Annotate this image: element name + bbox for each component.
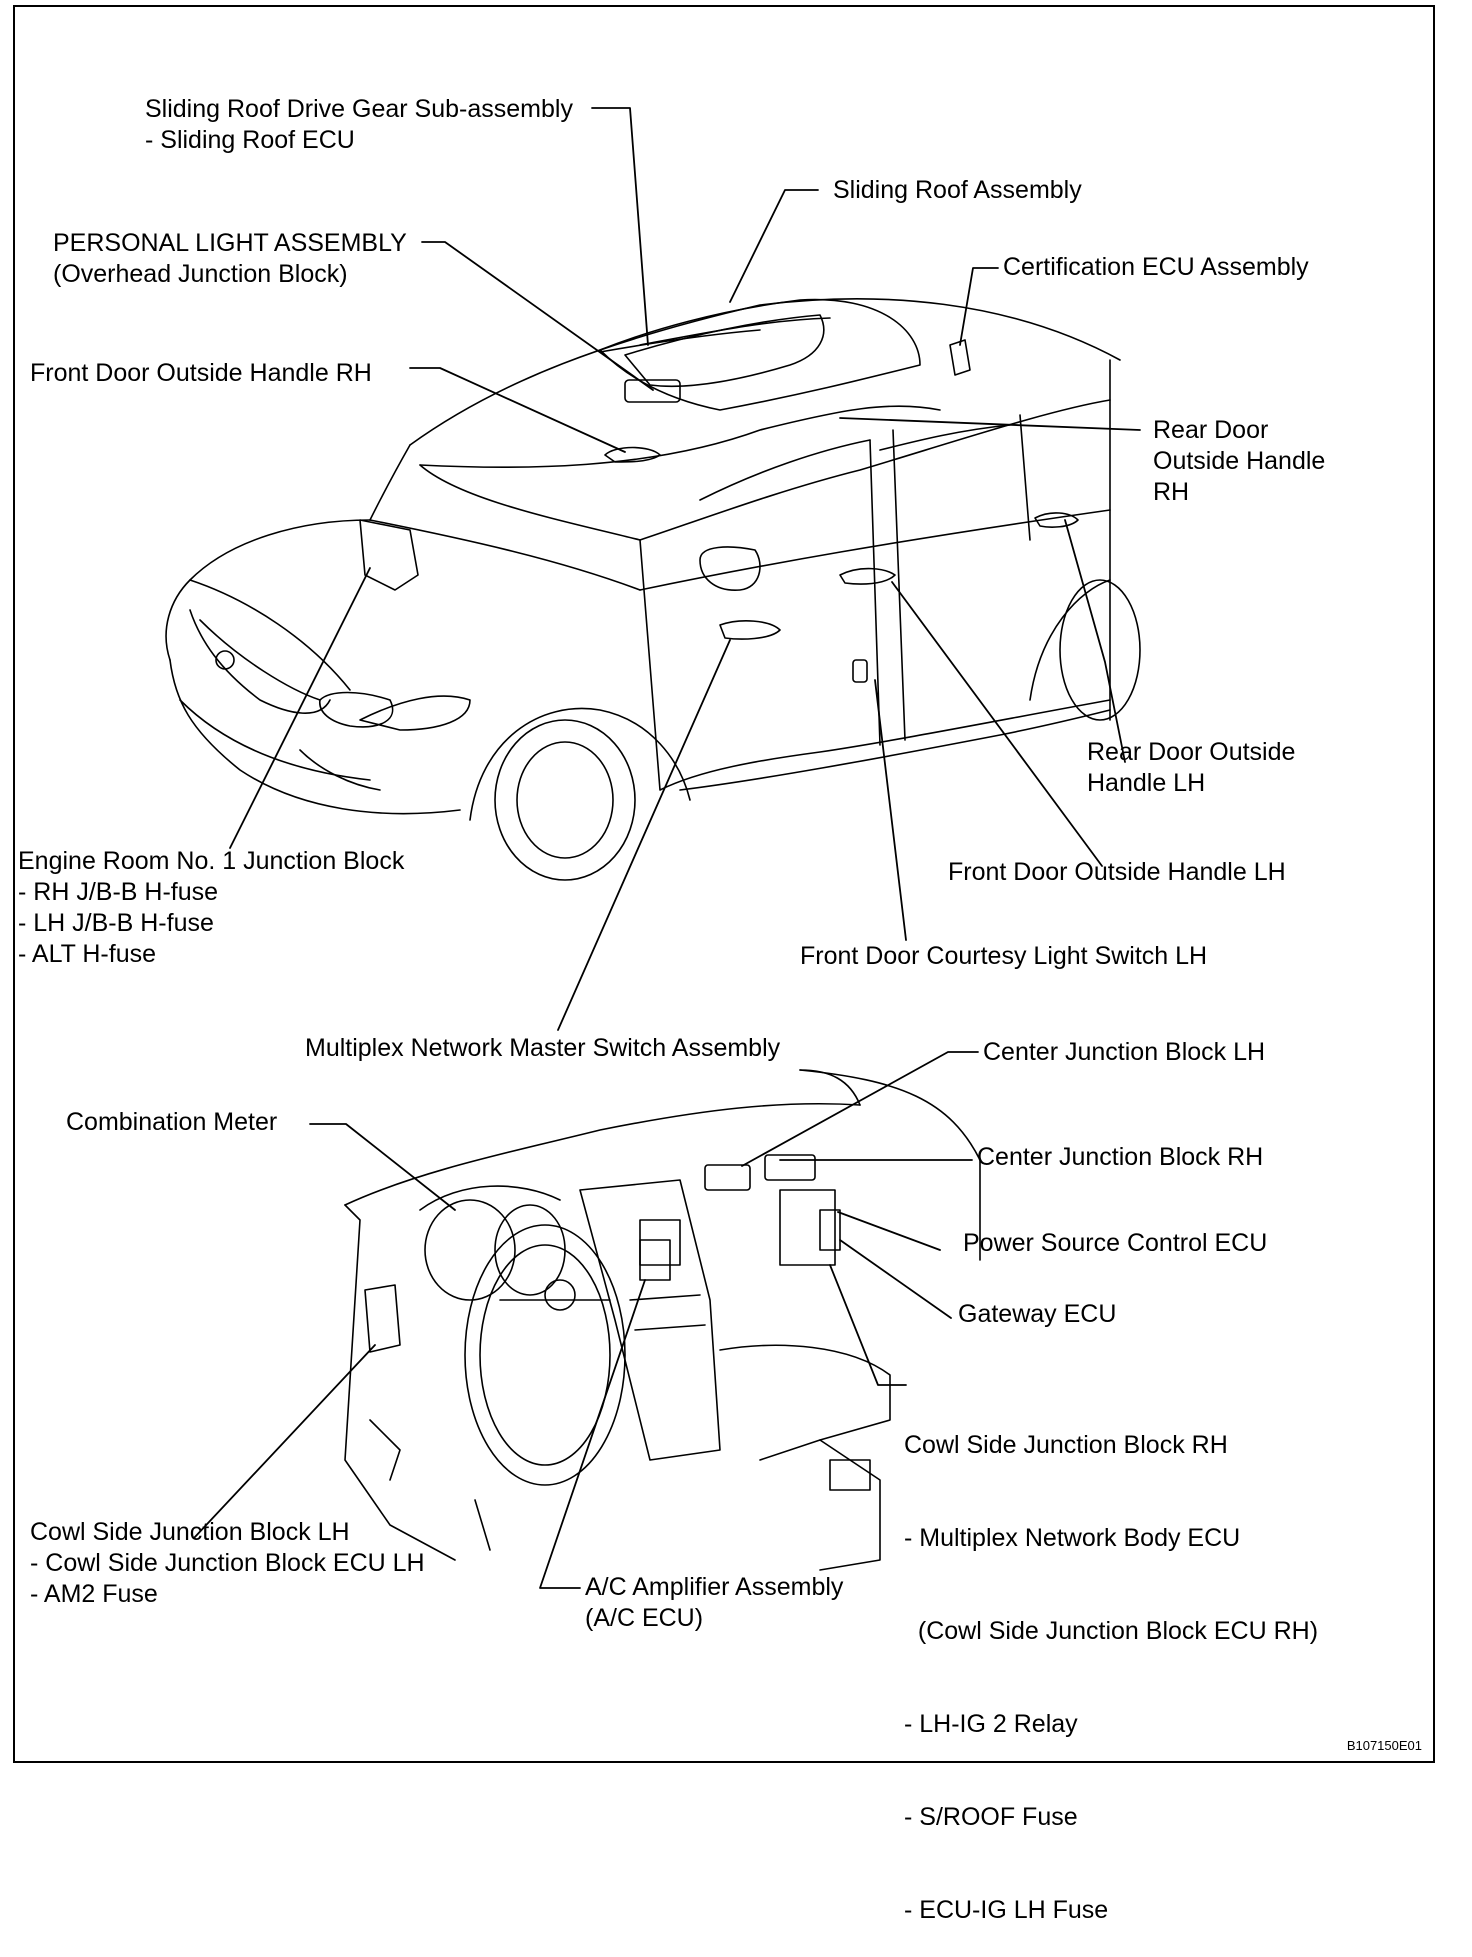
label-cowl-side-jb-lh: Cowl Side Junction Block LH - Cowl Side …	[30, 1517, 425, 1610]
label-line: (Overhead Junction Block)	[53, 260, 348, 288]
label-power-source-ecu: Power Source Control ECU	[963, 1228, 1267, 1259]
label-line: Rear Door	[1153, 416, 1269, 444]
leader-lines	[193, 107, 1141, 1589]
label-gateway-ecu: Gateway ECU	[958, 1299, 1116, 1330]
figure-code: B107150E01	[1346, 1738, 1422, 1753]
label-line: - Multiplex Network Body ECU	[904, 1524, 1241, 1552]
label-certification-ecu: Certification ECU Assembly	[1003, 252, 1309, 283]
label-line: Cowl Side Junction Block LH	[30, 1518, 350, 1546]
label-line: Certification ECU Assembly	[1003, 253, 1309, 281]
label-line: Outside Handle	[1153, 447, 1326, 475]
label-line: - S/ROOF Fuse	[904, 1803, 1078, 1831]
label-rear-door-handle-lh: Rear Door Outside Handle LH	[1087, 737, 1295, 799]
label-line: (Cowl Side Junction Block ECU RH)	[904, 1617, 1319, 1645]
label-sliding-roof-drive-gear: Sliding Roof Drive Gear Sub-assembly - S…	[145, 94, 573, 156]
diagram-artwork	[165, 107, 1141, 1589]
label-line: - Sliding Roof ECU	[145, 126, 355, 154]
label-center-jb-rh: Center Junction Block RH	[977, 1142, 1263, 1173]
label-line: PERSONAL LIGHT ASSEMBLY	[53, 229, 407, 257]
label-engine-room-jb: Engine Room No. 1 Junction Block - RH J/…	[18, 846, 404, 970]
label-rear-door-handle-rh: Rear Door Outside Handle RH	[1153, 415, 1325, 508]
label-sliding-roof-assembly: Sliding Roof Assembly	[833, 175, 1082, 206]
label-personal-light: PERSONAL LIGHT ASSEMBLY (Overhead Juncti…	[53, 228, 407, 290]
label-line: Engine Room No. 1 Junction Block	[18, 847, 405, 875]
label-ac-amplifier: A/C Amplifier Assembly (A/C ECU)	[585, 1572, 843, 1634]
label-line: Sliding Roof Assembly	[833, 176, 1082, 204]
label-line: Front Door Outside Handle RH	[30, 359, 372, 387]
label-line: RH	[1153, 478, 1190, 506]
label-line: - AM2 Fuse	[30, 1580, 158, 1608]
label-line: A/C Amplifier Assembly	[585, 1573, 844, 1601]
label-line: (A/C ECU)	[585, 1604, 704, 1632]
label-line: Cowl Side Junction Block RH	[904, 1431, 1228, 1459]
label-line: - ECU-IG LH Fuse	[904, 1896, 1109, 1924]
label-line: Center Junction Block RH	[977, 1143, 1264, 1171]
diagram-frame	[13, 5, 1435, 1763]
label-line: Front Door Outside Handle LH	[948, 858, 1286, 886]
label-line: Multiplex Network Master Switch Assembly	[305, 1034, 781, 1062]
label-line: Combination Meter	[66, 1108, 278, 1136]
label-line: - Cowl Side Junction Block ECU LH	[30, 1549, 425, 1577]
label-line: Front Door Courtesy Light Switch LH	[800, 942, 1208, 970]
label-line: - LH-IG 2 Relay	[904, 1710, 1078, 1738]
label-line: - RH J/B-B H-fuse	[18, 878, 219, 906]
label-line: Power Source Control ECU	[963, 1229, 1268, 1257]
label-line: Center Junction Block LH	[983, 1038, 1266, 1066]
label-line: Gateway ECU	[958, 1300, 1117, 1328]
label-line: Handle LH	[1087, 769, 1206, 797]
label-line: - LH J/B-B H-fuse	[18, 909, 214, 937]
label-front-door-handle-lh: Front Door Outside Handle LH	[948, 857, 1286, 888]
label-line: Sliding Roof Drive Gear Sub-assembly	[145, 95, 573, 123]
label-line: Rear Door Outside	[1087, 738, 1296, 766]
dashboard-illustration	[344, 1069, 981, 1571]
label-line: - ALT H-fuse	[18, 940, 157, 968]
label-combination-meter: Combination Meter	[66, 1107, 277, 1138]
label-multiplex-master-switch: Multiplex Network Master Switch Assembly	[305, 1033, 780, 1064]
label-cowl-side-jb-rh: Cowl Side Junction Block RH - Multiplex …	[904, 1368, 1318, 1957]
label-front-door-courtesy: Front Door Courtesy Light Switch LH	[800, 941, 1207, 972]
car-illustration	[165, 298, 1141, 881]
label-front-door-handle-rh: Front Door Outside Handle RH	[30, 358, 372, 389]
label-center-jb-lh: Center Junction Block LH	[983, 1037, 1265, 1068]
